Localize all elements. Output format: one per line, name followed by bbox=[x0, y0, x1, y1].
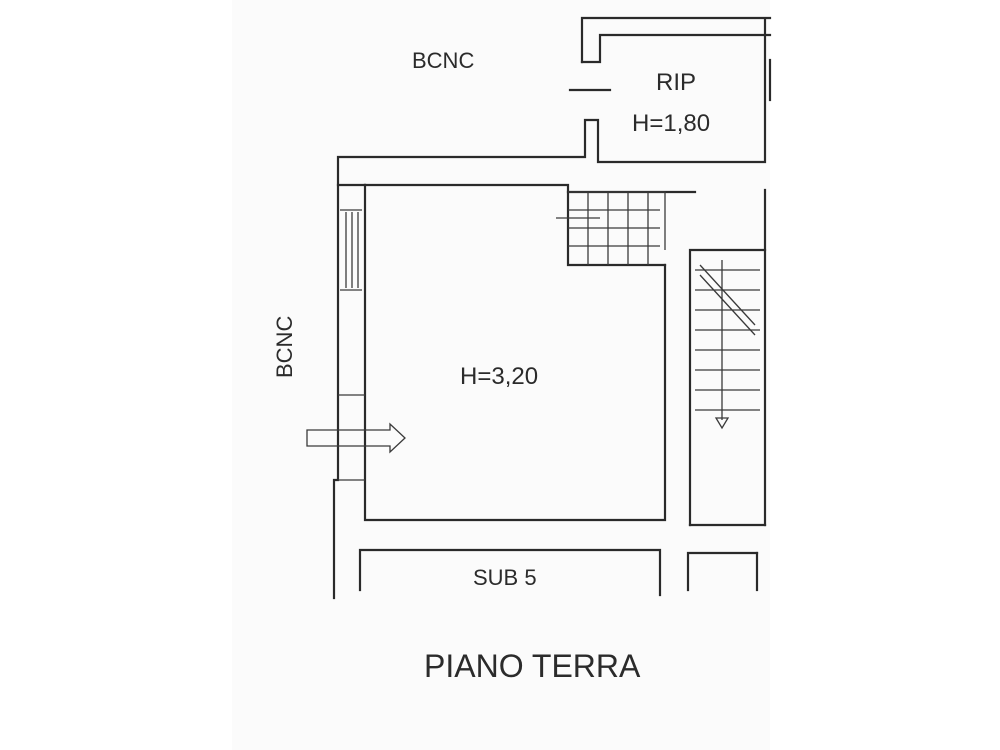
floor-title: PIANO TERRA bbox=[424, 648, 641, 684]
stair-down-arrow-icon bbox=[714, 417, 730, 430]
label-bcnc-left: BCNC bbox=[272, 316, 297, 378]
stair-lower-run bbox=[688, 188, 767, 527]
sub5-boundary bbox=[358, 548, 759, 597]
label-sub: SUB 5 bbox=[473, 565, 537, 590]
left-wall-openings bbox=[338, 209, 365, 481]
outer-walls bbox=[332, 16, 772, 600]
label-rip-height: H=1,80 bbox=[632, 110, 710, 137]
stair-upper-run bbox=[556, 191, 666, 265]
paper-sheet bbox=[232, 0, 770, 750]
label-rip: RIP bbox=[656, 69, 696, 96]
label-room-height: H=3,20 bbox=[460, 363, 538, 390]
label-bcnc-top: BCNC bbox=[412, 48, 474, 73]
entrance-arrow-icon bbox=[306, 422, 406, 454]
